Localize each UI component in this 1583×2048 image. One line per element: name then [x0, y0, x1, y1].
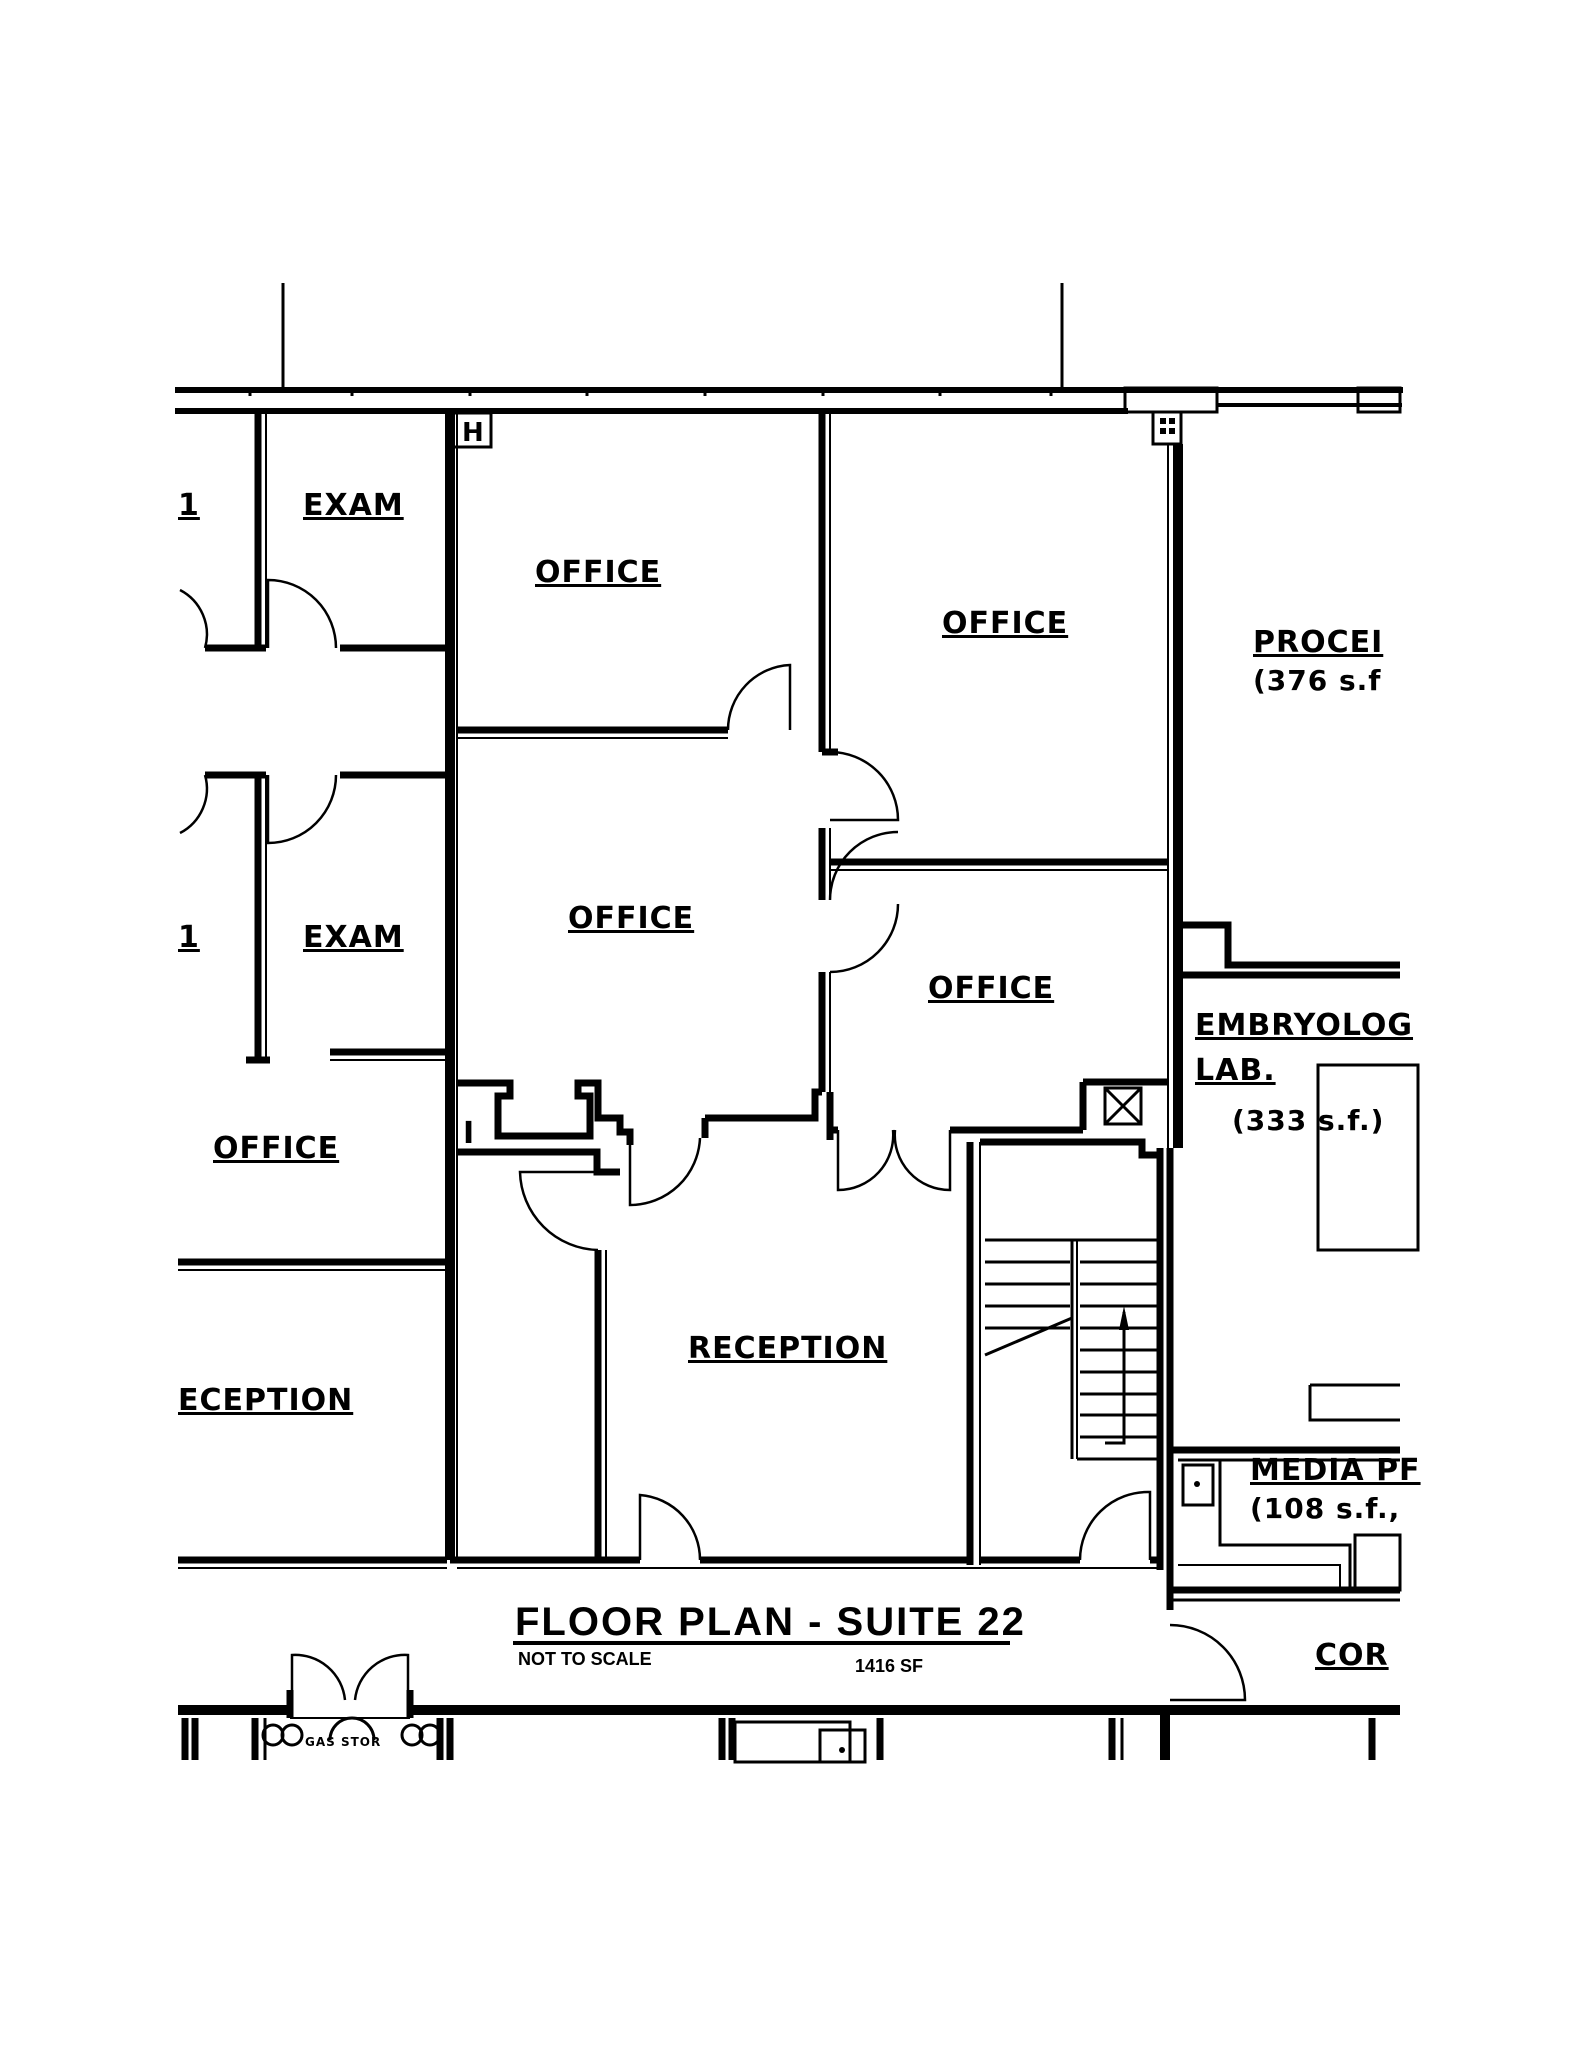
neighbor-walls: [178, 411, 447, 1569]
exam-number-mid: 1: [178, 920, 200, 955]
sink-symbol: [1181, 1463, 1215, 1507]
room-label-reception: RECEPTION: [688, 1331, 887, 1366]
room-label-office-center: OFFICE: [568, 901, 694, 936]
stairs: [984, 1238, 1158, 1461]
room-label-office-top-right: OFFICE: [942, 606, 1068, 641]
room-label-office-top-center: OFFICE: [535, 555, 661, 590]
drawing-title: FLOOR PLAN - SUITE 22: [515, 1600, 1026, 1644]
room-label-embryology-line1: EMBRYOLOG: [1195, 1008, 1413, 1043]
room-label-reception-left: ECEPTION: [178, 1383, 353, 1418]
suite-area: 1416 SF: [855, 1656, 923, 1676]
neighbor-walls-right: [1103, 921, 1420, 1602]
room-area-embryology: (333 s.f.): [1232, 1104, 1384, 1137]
room-label-media: MEDIA PF: [1250, 1453, 1421, 1488]
column-symbol: [1151, 410, 1183, 446]
exterior-wall-bottom: [178, 1653, 1400, 1764]
room-label-office-right: OFFICE: [928, 971, 1054, 1006]
room-label-embryology-line2: LAB.: [1195, 1053, 1276, 1088]
room-label-exam-mid: EXAM: [303, 920, 404, 955]
interior-walls: [450, 411, 1168, 1569]
room-label-procedure: PROCEI: [1253, 625, 1383, 660]
room-label-office-left: OFFICE: [213, 1131, 339, 1166]
hose-bib-symbol: H: [462, 418, 485, 448]
doors: [518, 663, 1247, 1702]
stair-direction-arrow: [1105, 1312, 1126, 1445]
exterior-wall-top: [175, 386, 1403, 446]
shaft-symbol: [1103, 1086, 1143, 1126]
scale-note: NOT TO SCALE: [518, 1649, 652, 1669]
demising-wall-left: [445, 411, 458, 1560]
room-area-media: (108 s.f.,: [1250, 1492, 1400, 1525]
room-label-corridor: COR: [1315, 1638, 1389, 1673]
hose-bib-symbol-box: [451, 411, 493, 449]
room-area-procedure: (376 s.f: [1253, 664, 1381, 697]
exam-number-top: 1: [178, 488, 200, 523]
fire-extinguisher-symbol: I: [463, 1116, 475, 1151]
room-label-gas-storage: GAS STOR: [305, 1735, 381, 1749]
demising-wall-right: [1156, 444, 1183, 1610]
gas-storage-cylinders: [261, 1716, 442, 1747]
room-label-exam-top: EXAM: [303, 488, 404, 523]
